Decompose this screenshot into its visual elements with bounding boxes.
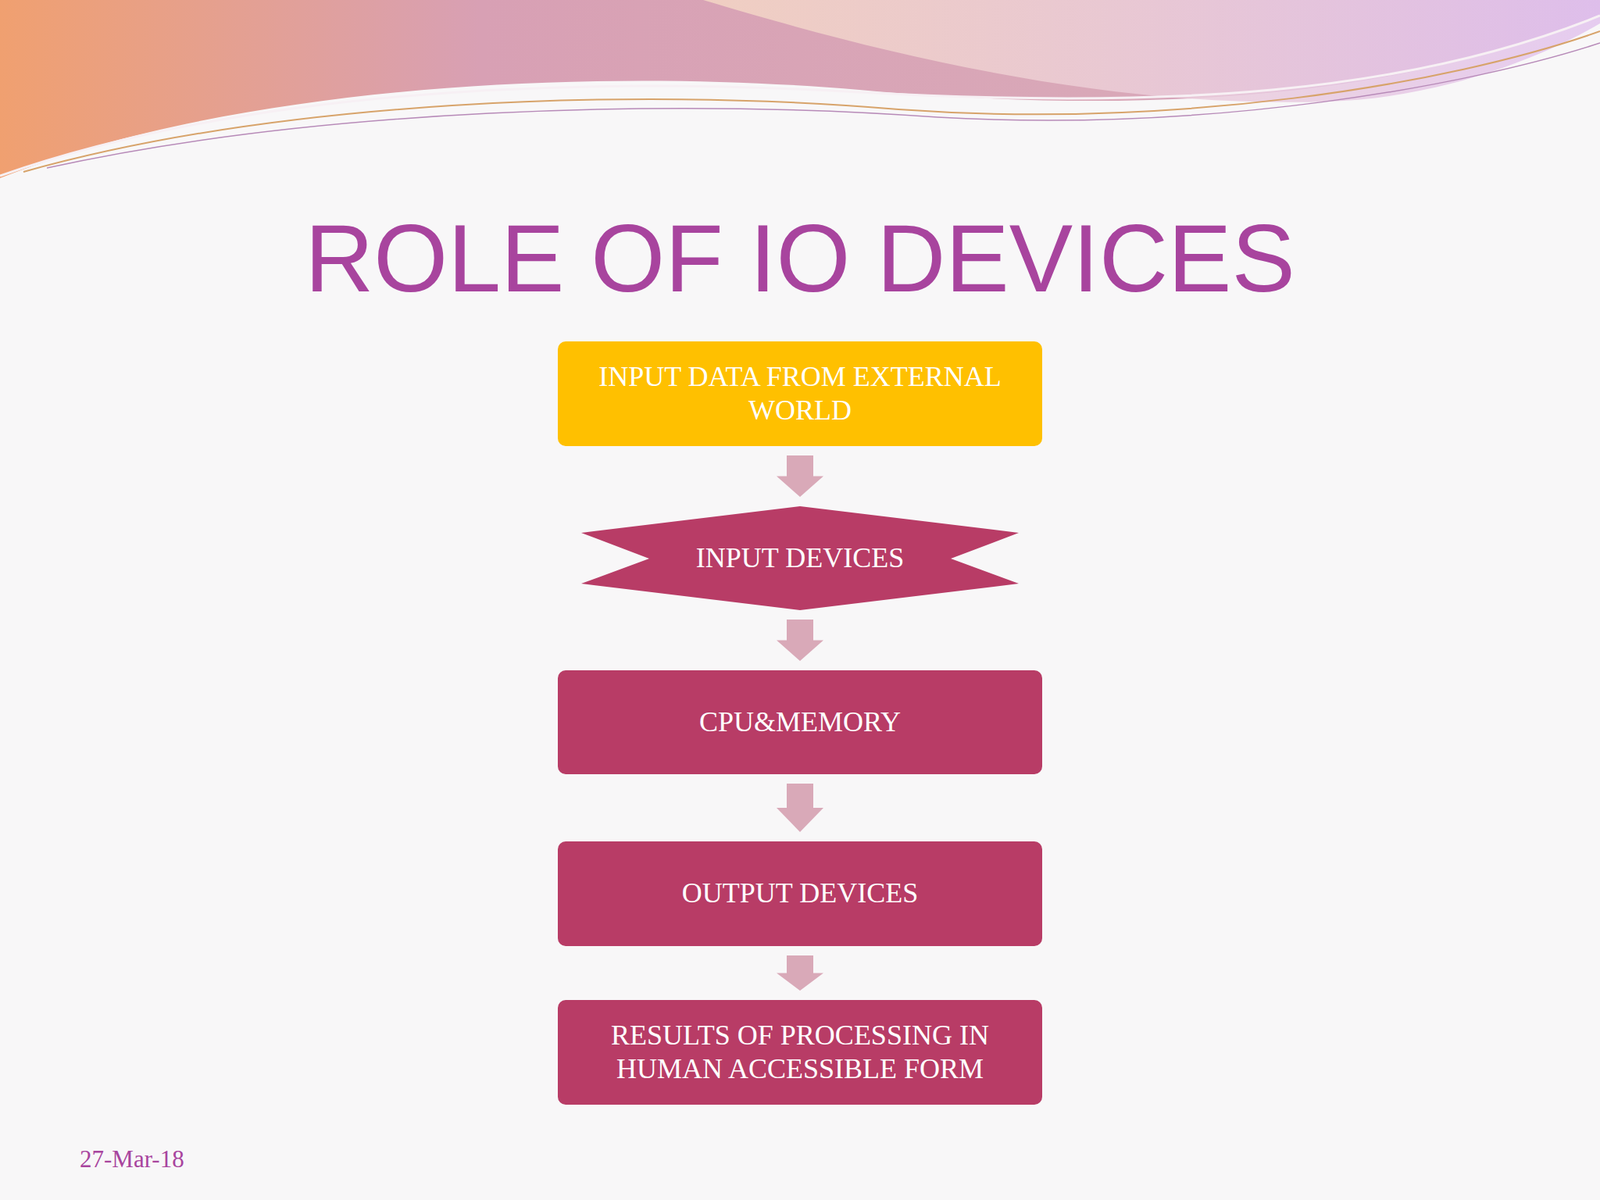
output-box: OUTPUT DEVICES bbox=[557, 841, 1043, 947]
header-wave bbox=[0, 0, 1600, 204]
node-label: CPU&MEMORY bbox=[699, 705, 901, 740]
input-box: INPUT DATA FROM EXTERNAL WORLD bbox=[557, 341, 1043, 447]
input-devices-shape: INPUT DEVICES bbox=[581, 506, 1019, 611]
node-label: INPUT DATA FROM EXTERNAL WORLD bbox=[571, 360, 1029, 428]
block-arrow bbox=[776, 955, 824, 991]
node-label: OUTPUT DEVICES bbox=[682, 876, 918, 911]
block-arrow bbox=[776, 783, 824, 833]
node-label: RESULTS OF PROCESSING IN HUMAN ACCESSIBL… bbox=[571, 1018, 1029, 1086]
block-arrow bbox=[776, 455, 824, 497]
slide-date: 27-Mar-18 bbox=[79, 1145, 185, 1174]
block-arrow bbox=[776, 619, 824, 661]
node-label: INPUT DEVICES bbox=[696, 541, 904, 575]
result-box: RESULTS OF PROCESSING IN HUMAN ACCESSIBL… bbox=[557, 1000, 1043, 1105]
slide-title: ROLE OF IO DEVICES bbox=[0, 201, 1600, 316]
process-box: CPU&MEMORY bbox=[557, 670, 1043, 775]
